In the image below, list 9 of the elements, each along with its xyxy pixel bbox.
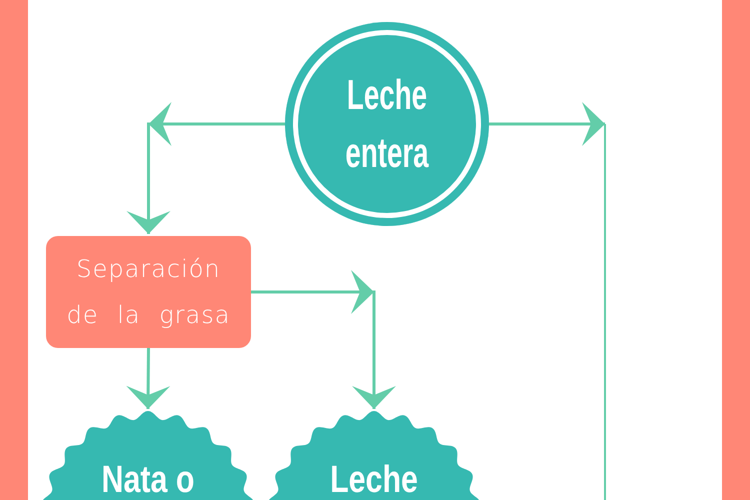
node-label: Nata o xyxy=(102,461,194,499)
scalloped-badge xyxy=(40,411,256,500)
node-label: Leche xyxy=(330,461,418,499)
arrow xyxy=(126,348,170,410)
arrow xyxy=(489,102,605,146)
process-box xyxy=(46,236,251,348)
scalloped-badge xyxy=(266,411,482,500)
node-label: Leche entera xyxy=(344,70,430,178)
node-label: Separación de la grasa xyxy=(66,254,232,331)
